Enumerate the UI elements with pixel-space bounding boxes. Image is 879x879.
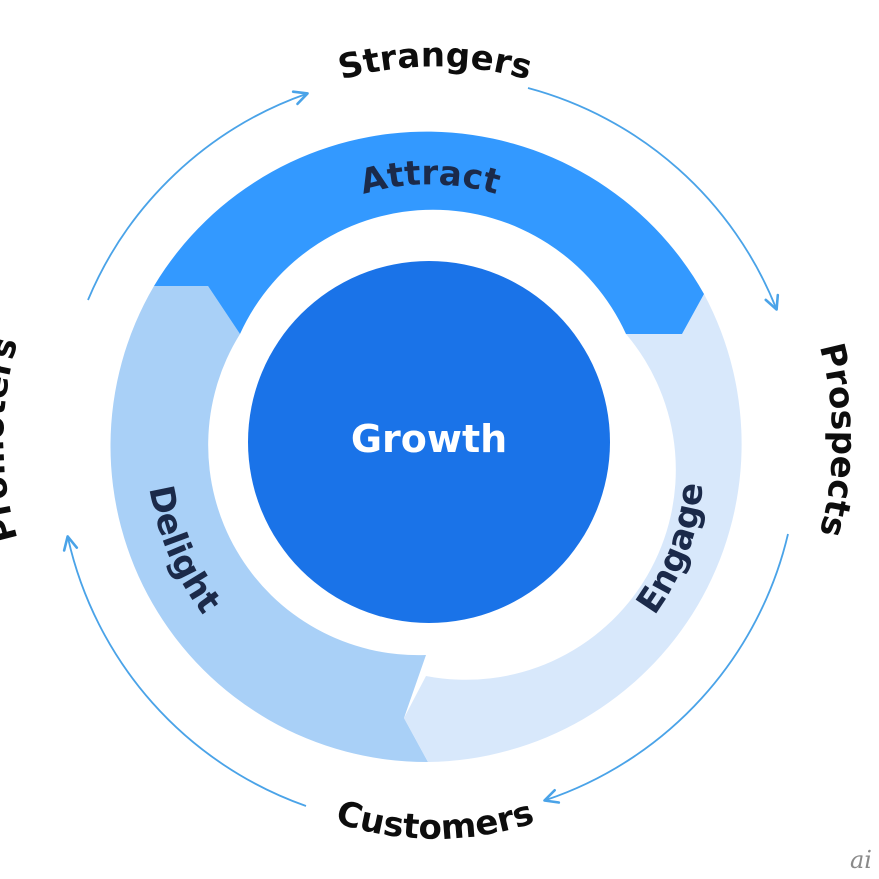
prospects-label: Prospects xyxy=(811,339,863,541)
growth-label: Growth xyxy=(351,417,507,461)
arrow-promoters-to-strangers xyxy=(87,90,309,301)
customers-label: Customers xyxy=(332,793,538,848)
strangers-label: Strangers xyxy=(334,35,536,88)
arrow-customers-to-promoters xyxy=(62,535,307,807)
watermark-logo: ai xyxy=(850,846,872,874)
attract-segment xyxy=(154,131,704,334)
promoters-label: Promoters xyxy=(0,333,26,546)
engage-segment xyxy=(404,294,742,762)
growth-circle xyxy=(248,261,610,623)
arrow-strangers-to-prospects xyxy=(527,87,780,311)
arrow-prospects-to-customers xyxy=(543,533,789,804)
delight-segment xyxy=(110,286,428,763)
